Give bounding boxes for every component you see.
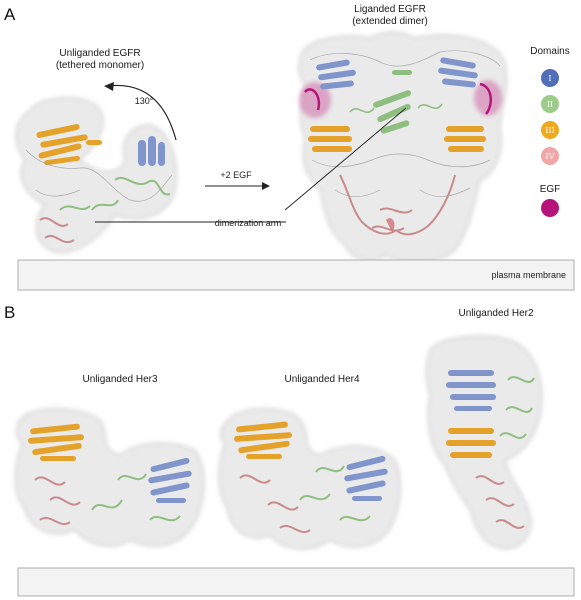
legend-domain-ii-swatch xyxy=(541,95,559,113)
dimerization-arm-line-dimer xyxy=(284,107,407,211)
her4-domain-iv xyxy=(239,474,311,533)
egfr-dimer-domain-iv xyxy=(339,174,456,236)
her3-domain-i xyxy=(148,457,192,503)
her2-domain-iii xyxy=(446,428,496,458)
dimerization-arm-label: dimerization arm xyxy=(215,218,282,228)
egfr-monomer-domain-ii xyxy=(59,177,171,211)
plasma-membrane-b xyxy=(17,567,575,597)
egfr-dimer-domain-i xyxy=(316,57,478,90)
her2-domain-iv xyxy=(475,475,525,529)
liganded-egfr-title: Liganded EGFR xyxy=(354,4,426,15)
legend-domain-iii-swatch xyxy=(541,121,559,139)
panel-a-letter: A xyxy=(4,5,16,24)
legend-domain-ii-label: II xyxy=(547,100,553,109)
her4-domain-ii xyxy=(299,465,371,522)
legend-domain-i-label: I xyxy=(548,74,551,83)
her4-structure xyxy=(218,408,401,550)
her3-domain-iv xyxy=(34,476,81,525)
legend-title: Domains xyxy=(530,46,569,57)
her4-domain-iii xyxy=(234,421,292,459)
her3-domain-ii xyxy=(91,473,181,522)
her2-domain-i xyxy=(446,370,496,411)
her3-title: Unliganded Her3 xyxy=(82,374,157,385)
her4-title: Unliganded Her4 xyxy=(284,374,359,385)
unliganded-egfr-subtitle: (tethered monomer) xyxy=(56,60,144,71)
her2-title: Unliganded Her2 xyxy=(458,308,533,319)
egfr-extended-dimer xyxy=(298,31,507,263)
her3-domain-iii xyxy=(28,423,84,461)
plasma-membrane-label: plasma membrane xyxy=(491,270,566,280)
egfr-monomer-domain-iv xyxy=(39,217,75,243)
legend-egf-swatch xyxy=(541,199,559,217)
egfr-monomer-domain-iii xyxy=(36,124,102,166)
legend-domain-iii-label: III xyxy=(545,126,554,135)
her2-structure xyxy=(425,335,543,550)
legend-domain-iv-label: IV xyxy=(546,152,555,161)
her4-domain-i xyxy=(344,455,388,501)
legend-egf-title: EGF xyxy=(540,184,561,195)
egfr-monomer-domain-i xyxy=(138,136,165,166)
legend-domain-i-swatch xyxy=(541,69,559,87)
domain-legend: Domains I II III IV EGF xyxy=(530,46,570,217)
plasma-membrane-a xyxy=(17,259,575,291)
rotation-arrowhead xyxy=(104,82,114,91)
plus-egf-label: +2 EGF xyxy=(220,170,252,180)
egfr-dimer-domain-iii xyxy=(308,126,486,152)
liganded-egfr-subtitle: (extended dimer) xyxy=(352,16,428,27)
her3-structure xyxy=(14,408,205,547)
unliganded-egfr-title: Unliganded EGFR xyxy=(59,48,140,59)
legend-domain-iv-swatch xyxy=(541,147,559,165)
egfr-tethered-monomer xyxy=(15,97,177,254)
egfr-dimer-domain-ii xyxy=(373,70,412,134)
rotation-label: 130° xyxy=(135,96,154,106)
egf-ligand-right xyxy=(474,80,502,116)
her2-domain-ii xyxy=(499,376,535,439)
panel-b-letter: B xyxy=(4,303,15,322)
rotation-arrow xyxy=(107,84,177,141)
